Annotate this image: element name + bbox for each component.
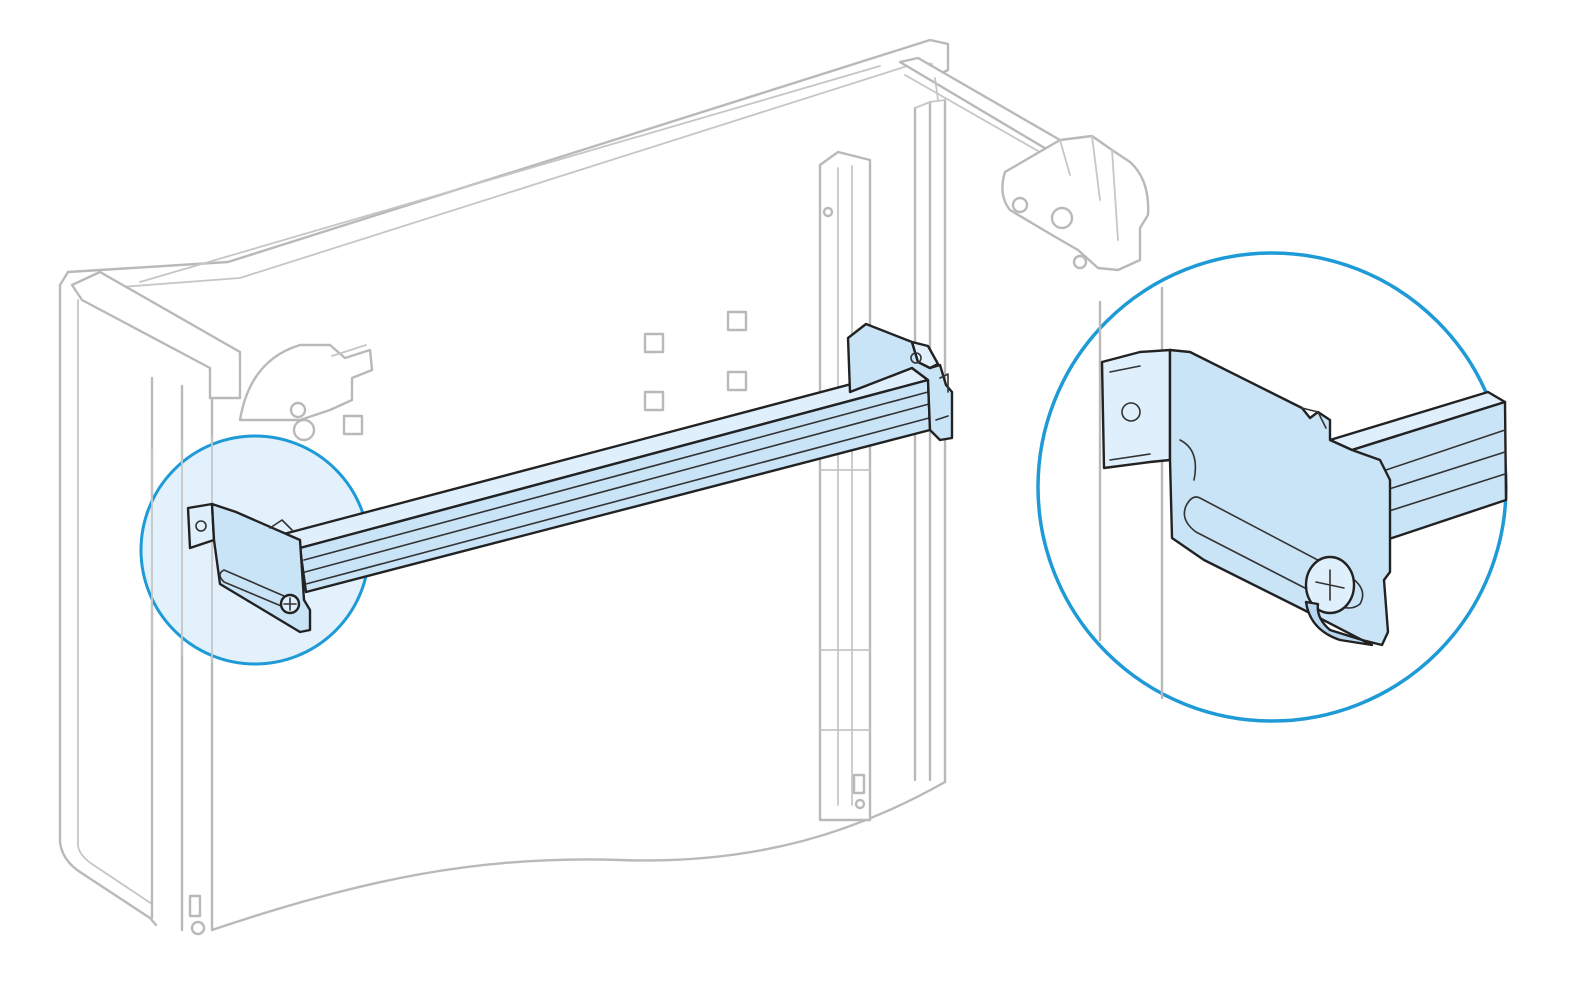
right-roof-bar: [898, 56, 1062, 156]
rail-bracket-left: [186, 502, 312, 634]
enclosure-bottom-cut: [210, 780, 947, 932]
left-hinge-bracket: [238, 343, 374, 442]
panel-square-holes: [342, 310, 748, 436]
upright-slot: [852, 773, 866, 795]
zoom-bracket-back: [1100, 348, 1172, 470]
enclosure-left-slot: [188, 894, 202, 918]
enclosure-right-wall: [913, 98, 947, 784]
zoom-screw-cross: [1315, 569, 1345, 601]
enclosure-body: [58, 38, 1150, 936]
callout-detail-zoom: [1036, 251, 1508, 723]
zoom-screw-washer: [1304, 600, 1374, 647]
enclosure-top-edge: [66, 38, 950, 274]
rail-bracket-right: [846, 322, 954, 442]
enclosure-top-inner-edge: [81, 61, 933, 291]
din-rail-grooves: [303, 391, 930, 585]
enclosure-left-corner-bracket: [70, 270, 242, 400]
mounting-upright-detail: [819, 165, 871, 806]
bracket-left-back: [186, 502, 216, 550]
enclosure-foot-hole: [190, 920, 206, 936]
upright-hole-top: [822, 206, 834, 218]
enclosure-left-wall: [58, 270, 158, 927]
right-hinge-bracket: [1001, 134, 1150, 272]
enclosure-roof-ledge: [139, 65, 881, 283]
mounting-upright: [818, 150, 872, 822]
enclosure-right-wall-top: [914, 99, 946, 109]
upright-hole-bottom: [854, 798, 866, 810]
enclosure-left-wall-inner: [77, 299, 153, 905]
